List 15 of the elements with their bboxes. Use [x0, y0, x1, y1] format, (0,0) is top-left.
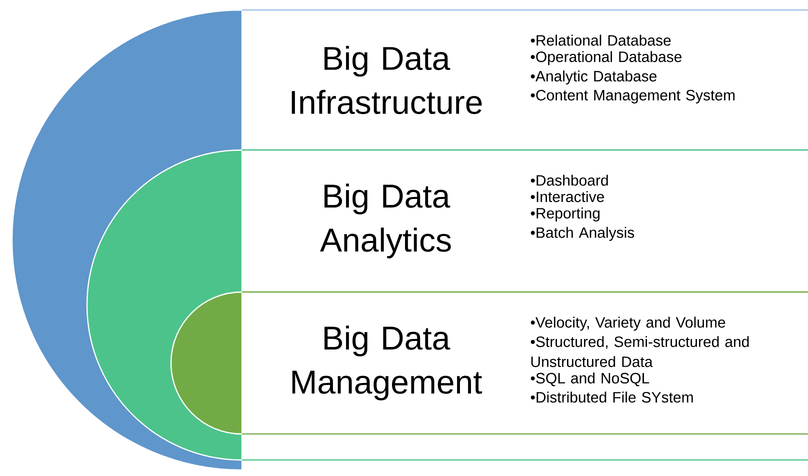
heading: Big Data Analytics — [320, 184, 451, 258]
heading: Big Data Management — [292, 326, 482, 400]
bullet-item: •Relational Database — [530, 34, 671, 46]
bullet-item: •Batch Analysis — [530, 226, 634, 241]
bullet-item: •Velocity, Variety and Volume — [530, 316, 726, 331]
bullet-item: •Interactive — [530, 191, 604, 202]
bullet-item: •Dashboard — [530, 174, 608, 186]
bullet-item: •Operational Database — [530, 51, 682, 66]
bullet-item: •SQL and NoSQL — [530, 372, 650, 386]
bullet-item: •Content Management System — [530, 90, 735, 104]
bullet-item: •Distributed File SYstem — [530, 392, 693, 403]
bullet-item: •Structured, Semi-structured and Unstructured Data — [530, 336, 749, 368]
heading: Big Data Infrastructure — [292, 46, 482, 114]
bullet-item: •Analytic Database — [530, 70, 656, 84]
bullet-item: •Reporting — [530, 208, 600, 222]
